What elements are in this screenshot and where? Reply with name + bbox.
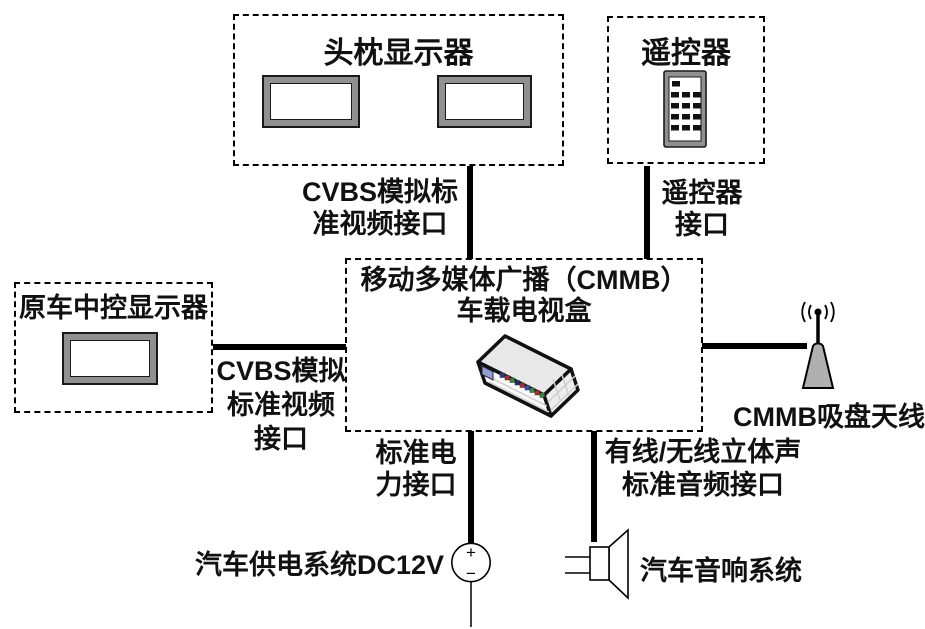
label-cvbs-video-interface-left: CVBS模拟 标准视频 接口: [212, 354, 350, 456]
speaker-icon: [565, 528, 629, 600]
label-remote-interface: 遥控器 接口: [647, 177, 757, 241]
car-center-display-label: 原车中控显示器: [19, 293, 208, 323]
label-cvbs-video-interface-top: CVBS模拟标 准视频接口: [290, 176, 470, 240]
power-plus-sign: +: [466, 543, 476, 562]
tv-box-device-icon: [476, 334, 580, 418]
antenna-icon: [801, 301, 835, 389]
label-line: 标准视频: [227, 390, 335, 420]
headrest-display-label: 头枕显示器: [323, 37, 474, 70]
cmmb-tv-box-label-line1: 移动多媒体广播（CMMB）: [360, 265, 688, 295]
monitor-icon: [437, 75, 532, 128]
monitor-icon: [262, 75, 360, 128]
label-line: 有线/无线立体声: [604, 437, 802, 467]
cmmb-tv-box-label: 移动多媒体广播（CMMB） 车载电视盒: [347, 265, 701, 327]
cmmb-tv-box-label-line2: 车载电视盒: [456, 296, 592, 326]
label-line: 遥控器: [661, 178, 743, 208]
label-power-interface: 标准电 力接口: [362, 437, 470, 501]
monitor-screen: [445, 83, 524, 120]
label-line: CVBS模拟: [216, 356, 346, 386]
node-cmmb-tv-box: 移动多媒体广播（CMMB） 车载电视盒: [345, 258, 703, 432]
label-line: 接口: [254, 424, 308, 454]
node-car-center-display: 原车中控显示器: [14, 282, 213, 413]
label-line: 接口: [675, 210, 729, 240]
label-line: 力接口: [375, 470, 457, 500]
label-car-power-system: 汽车供电系统DC12V: [194, 550, 444, 580]
remote-control-icon: [663, 70, 707, 148]
power-minus-sign: −: [466, 564, 476, 583]
monitor-screen: [270, 83, 352, 120]
monitor-icon: [62, 332, 158, 385]
label-line: 标准音频接口: [622, 470, 784, 500]
dc-power-source-icon: + −: [450, 542, 492, 583]
label-line: 标准电: [375, 438, 457, 468]
node-headrest-display: 头枕显示器: [233, 14, 564, 166]
label-line: 准视频接口: [312, 209, 448, 239]
remote-control-label: 遥控器: [641, 37, 731, 70]
label-car-audio-system: 汽车音响系统: [640, 556, 802, 586]
monitor-screen: [70, 340, 150, 377]
label-audio-interface: 有线/无线立体声 标准音频接口: [594, 436, 812, 502]
label-line: CVBS模拟标: [301, 177, 458, 207]
node-remote-control: 遥控器: [607, 16, 765, 164]
label-cmmb-antenna: CMMB吸盘天线: [733, 402, 925, 432]
